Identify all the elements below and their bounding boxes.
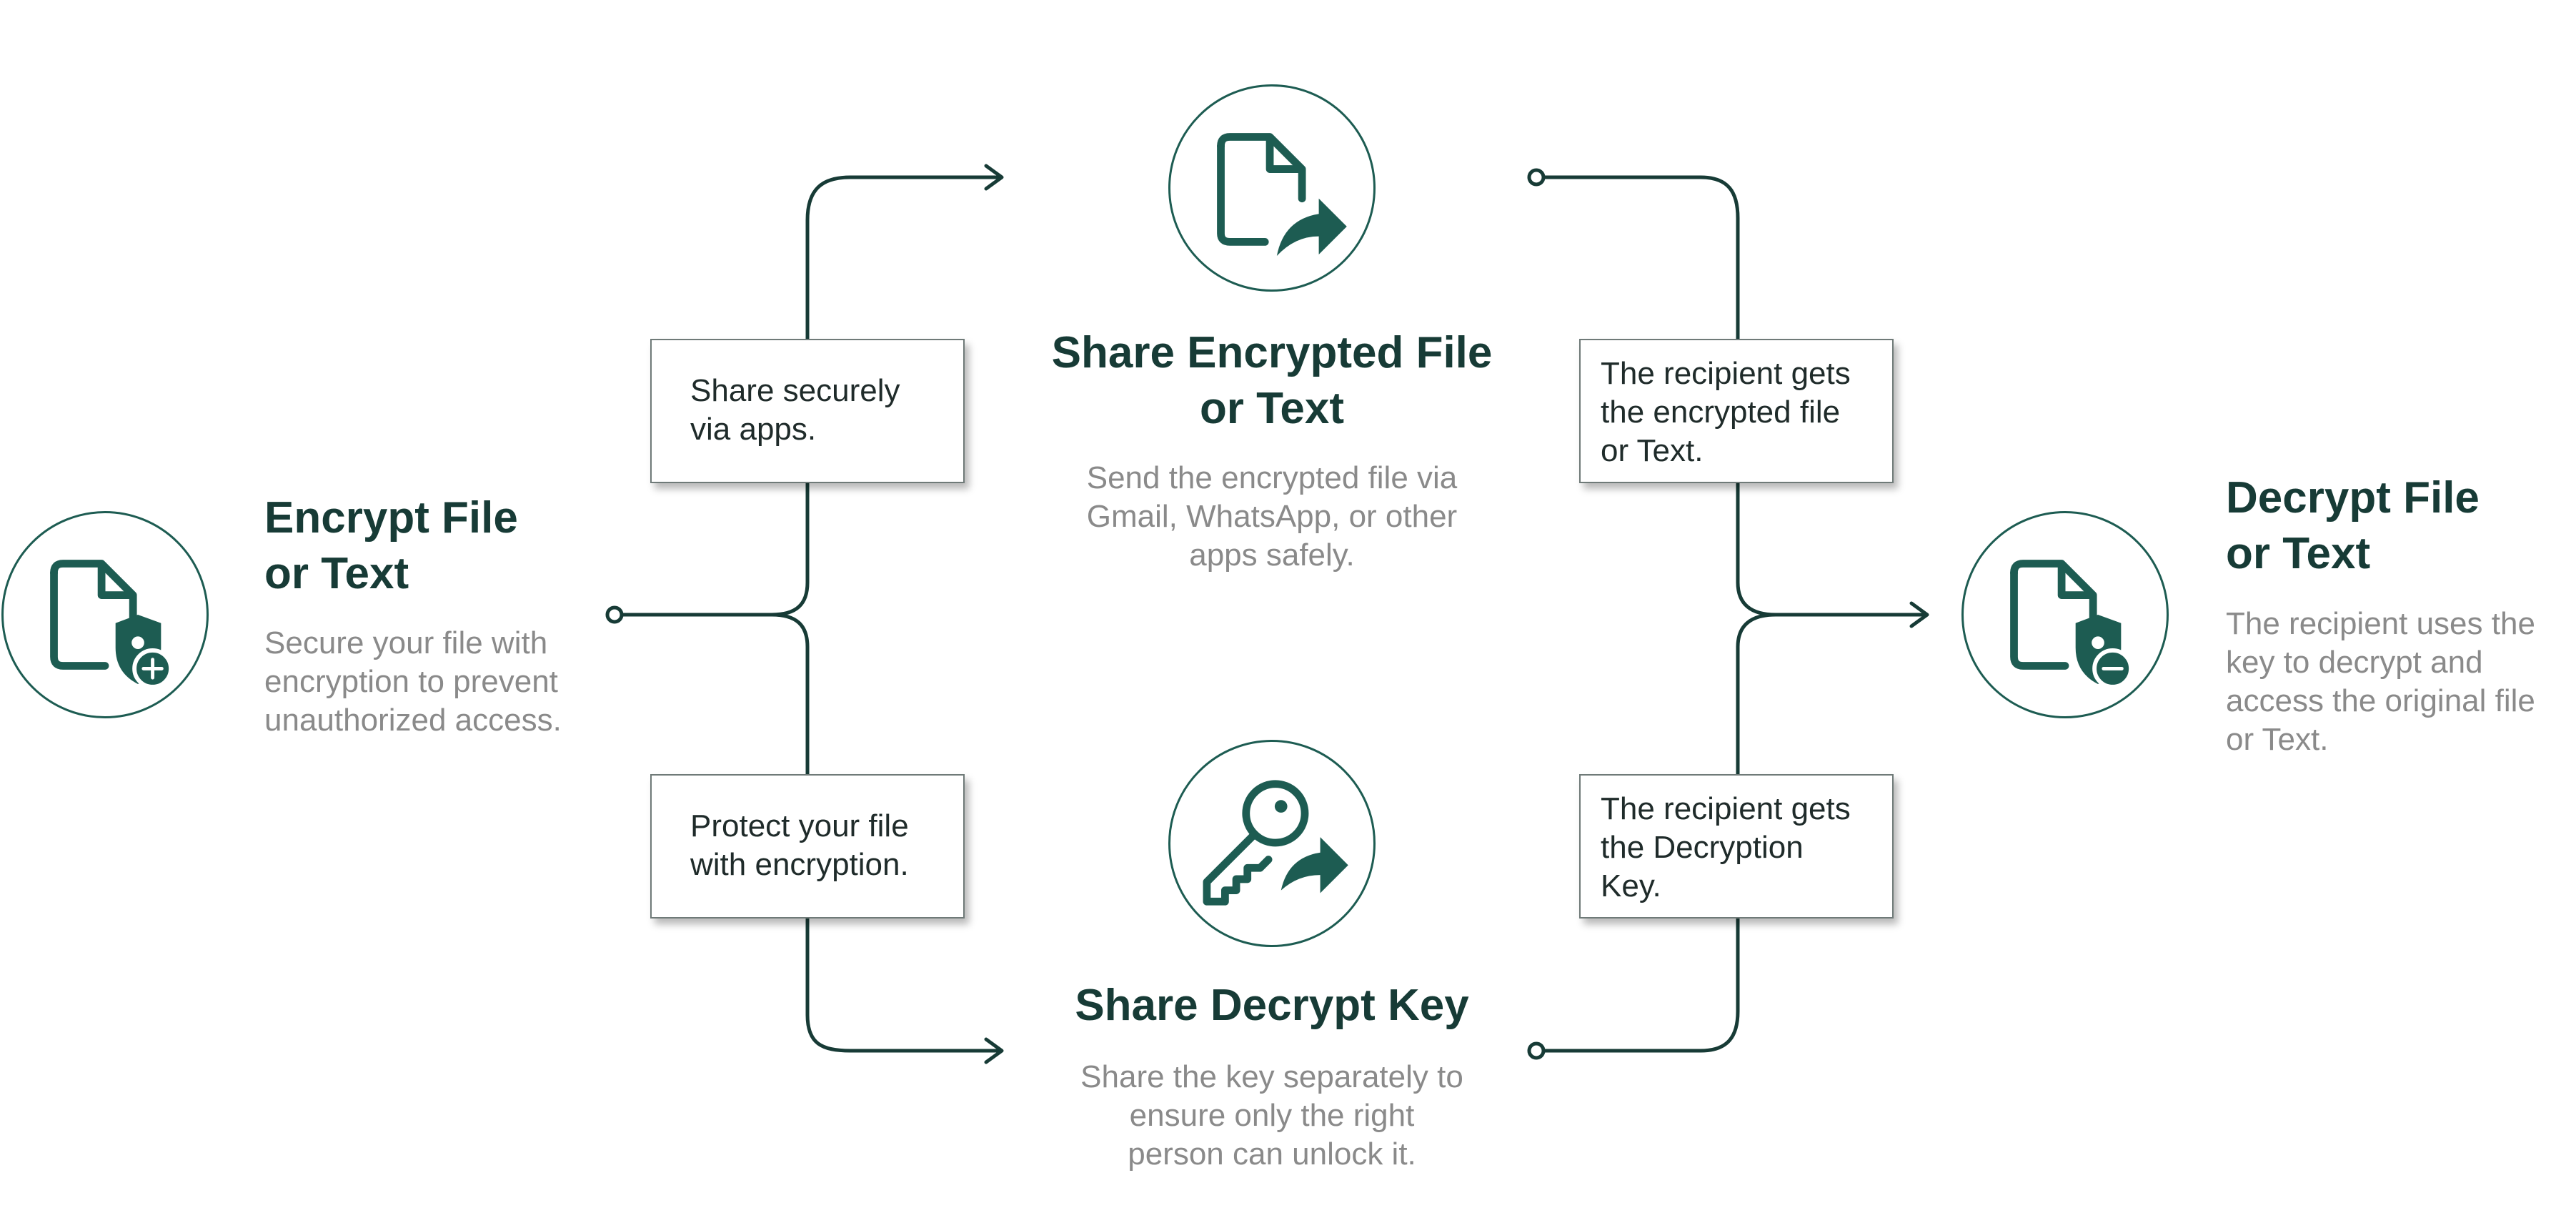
decrypt-description: The recipient uses the key to decrypt an…	[2226, 606, 2535, 757]
note-line: Key.	[1601, 868, 1661, 903]
share-file-title: Share Encrypted File or Text	[1051, 328, 1493, 433]
arrowhead-share-key	[984, 1037, 1004, 1064]
share-file-icon-circle	[1168, 84, 1376, 292]
connector-start-dot	[1527, 168, 1546, 187]
note-share-securely: Share securely via apps.	[650, 339, 965, 483]
note-line: Protect your file	[690, 808, 909, 843]
encrypt-description: Secure your file with encryption to prev…	[264, 625, 562, 738]
note-line: with encryption.	[690, 847, 909, 882]
connector-key-to-decrypt	[1534, 613, 1778, 1053]
connector-encrypt-to-share	[620, 175, 1003, 617]
share-file-description: Send the encrypted file via Gmail, Whats…	[1086, 460, 1458, 573]
note-recipient-gets-key: The recipient gets the Decryption Key.	[1579, 774, 1894, 919]
encrypt-icon-circle	[1, 511, 209, 718]
file-shield-minus-icon	[2010, 560, 2133, 689]
connector-start-dot	[1527, 1041, 1546, 1060]
file-share-arrow-icon	[1217, 133, 1347, 256]
note-line: The recipient gets	[1601, 356, 1851, 391]
arrowhead-decrypt	[1909, 601, 1929, 628]
note-line: the Decryption	[1601, 830, 1804, 865]
share-key-description: Share the key separately to ensure only …	[1080, 1059, 1463, 1172]
note-recipient-gets-file: The recipient gets the encrypted file or…	[1579, 339, 1894, 483]
note-protect-file: Protect your file with encryption.	[650, 774, 965, 919]
note-line: or Text.	[1601, 433, 1704, 468]
connector-encrypt-to-key	[770, 613, 1003, 1053]
connector-start-dot	[605, 605, 624, 624]
file-shield-plus-icon	[50, 560, 173, 689]
note-line: the encrypted file	[1601, 395, 1841, 430]
note-line: Share securely	[690, 373, 900, 408]
arrowhead-share-file	[984, 164, 1004, 191]
note-line: The recipient gets	[1601, 791, 1851, 826]
note-line: via apps.	[690, 412, 817, 447]
encrypt-title: Encrypt File or Text	[264, 493, 518, 598]
decrypt-title: Decrypt File or Text	[2226, 473, 2480, 578]
share-key-title: Share Decrypt Key	[1075, 981, 1469, 1030]
key-share-arrow-icon	[1203, 780, 1348, 906]
decrypt-icon-circle	[1961, 511, 2169, 718]
share-key-icon-circle	[1168, 740, 1376, 947]
